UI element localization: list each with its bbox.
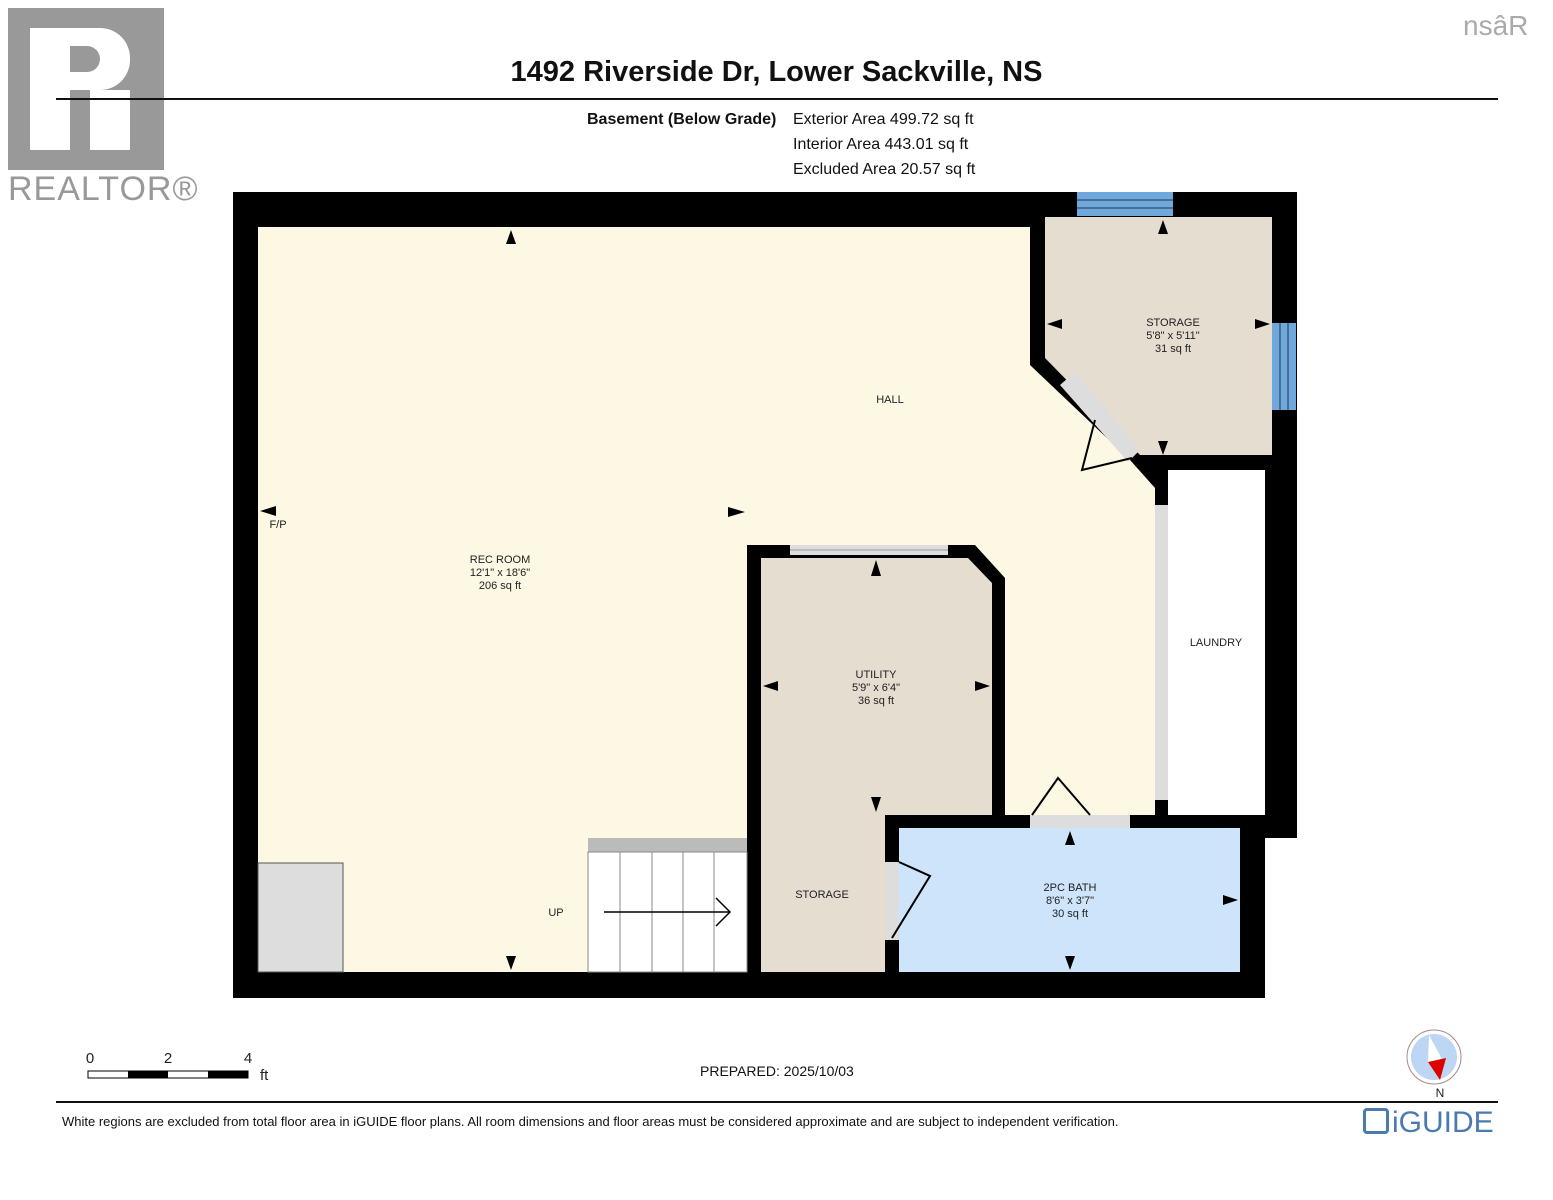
iguide-icon [1363, 1108, 1389, 1134]
storage-door [1060, 372, 1140, 462]
utility-dims: 5'9" x 6'4" [852, 682, 900, 694]
door-swing [891, 861, 932, 939]
interior-area: Interior Area 443.01 sq ft [793, 136, 969, 153]
stairs-label: UP [548, 907, 563, 919]
fireplace-label: F/P [269, 519, 286, 531]
nsar-logo: nsâR [1463, 10, 1529, 41]
laundry-floor [1168, 470, 1265, 815]
bath-dims: 8'6" x 3'7" [1046, 895, 1094, 907]
rec-room-area: 206 sq ft [479, 580, 521, 592]
page-title: 1492 Riverside Dr, Lower Sackville, NS [510, 56, 1043, 88]
disclaimer: White regions are excluded from total fl… [62, 1114, 1119, 1129]
exterior-area: Exterior Area 499.72 sq ft [793, 111, 974, 128]
title-divider [56, 98, 1498, 100]
scale-bar: 0 2 4 ft [86, 1050, 269, 1084]
laundry-opening [1155, 505, 1168, 800]
prepared-date: PREPARED: 2025/10/03 [700, 1063, 854, 1079]
bath-floor [899, 828, 1240, 972]
bath-area: 30 sq ft [1052, 908, 1088, 920]
storage-bottom-name: STORAGE [795, 889, 849, 901]
iguide-wordmark: iGUIDE [1392, 1106, 1494, 1139]
realtor-logo [8, 8, 164, 170]
utility-floor [761, 558, 992, 972]
laundry-name: LAUNDRY [1190, 637, 1243, 649]
door-swing [1080, 419, 1133, 472]
footer-divider [56, 1101, 1498, 1103]
scale-tick: 0 [86, 1050, 94, 1067]
scale-tick: 4 [244, 1050, 252, 1067]
rec-room-dims: 12'1" x 18'6" [470, 567, 530, 579]
utility-area: 36 sq ft [858, 695, 894, 707]
stairs-landing [588, 838, 747, 852]
storage-top-floor [1045, 217, 1272, 455]
iguide-logo: iGUIDE [1363, 1106, 1494, 1140]
rec-room-name: REC ROOM [470, 554, 531, 566]
window [1077, 192, 1173, 216]
excluded-area: Excluded Area 20.57 sq ft [793, 161, 976, 178]
compass-north: N [1436, 1086, 1445, 1100]
door-swing [1031, 776, 1091, 816]
dimension-arrows [260, 220, 1270, 970]
bath-door [1030, 815, 1130, 828]
bath-name: 2PC BATH [1044, 882, 1097, 894]
hall-name: HALL [876, 394, 904, 406]
storage-top-dims: 5'8" x 5'11" [1146, 330, 1199, 342]
fireplace-hearth [257, 862, 344, 973]
scale-tick: 2 [164, 1050, 172, 1067]
bath-side-door [885, 862, 899, 940]
storage-top-name: STORAGE [1146, 317, 1200, 329]
storage-top-area: 31 sq ft [1155, 343, 1191, 355]
compass-icon: N [1406, 1029, 1462, 1100]
scale-unit: ft [260, 1067, 269, 1084]
realtor-wordmark: REALTOR® [8, 170, 199, 208]
utility-name: UTILITY [856, 669, 898, 681]
floor-name: Basement (Below Grade) [587, 111, 777, 128]
window [1272, 323, 1296, 410]
